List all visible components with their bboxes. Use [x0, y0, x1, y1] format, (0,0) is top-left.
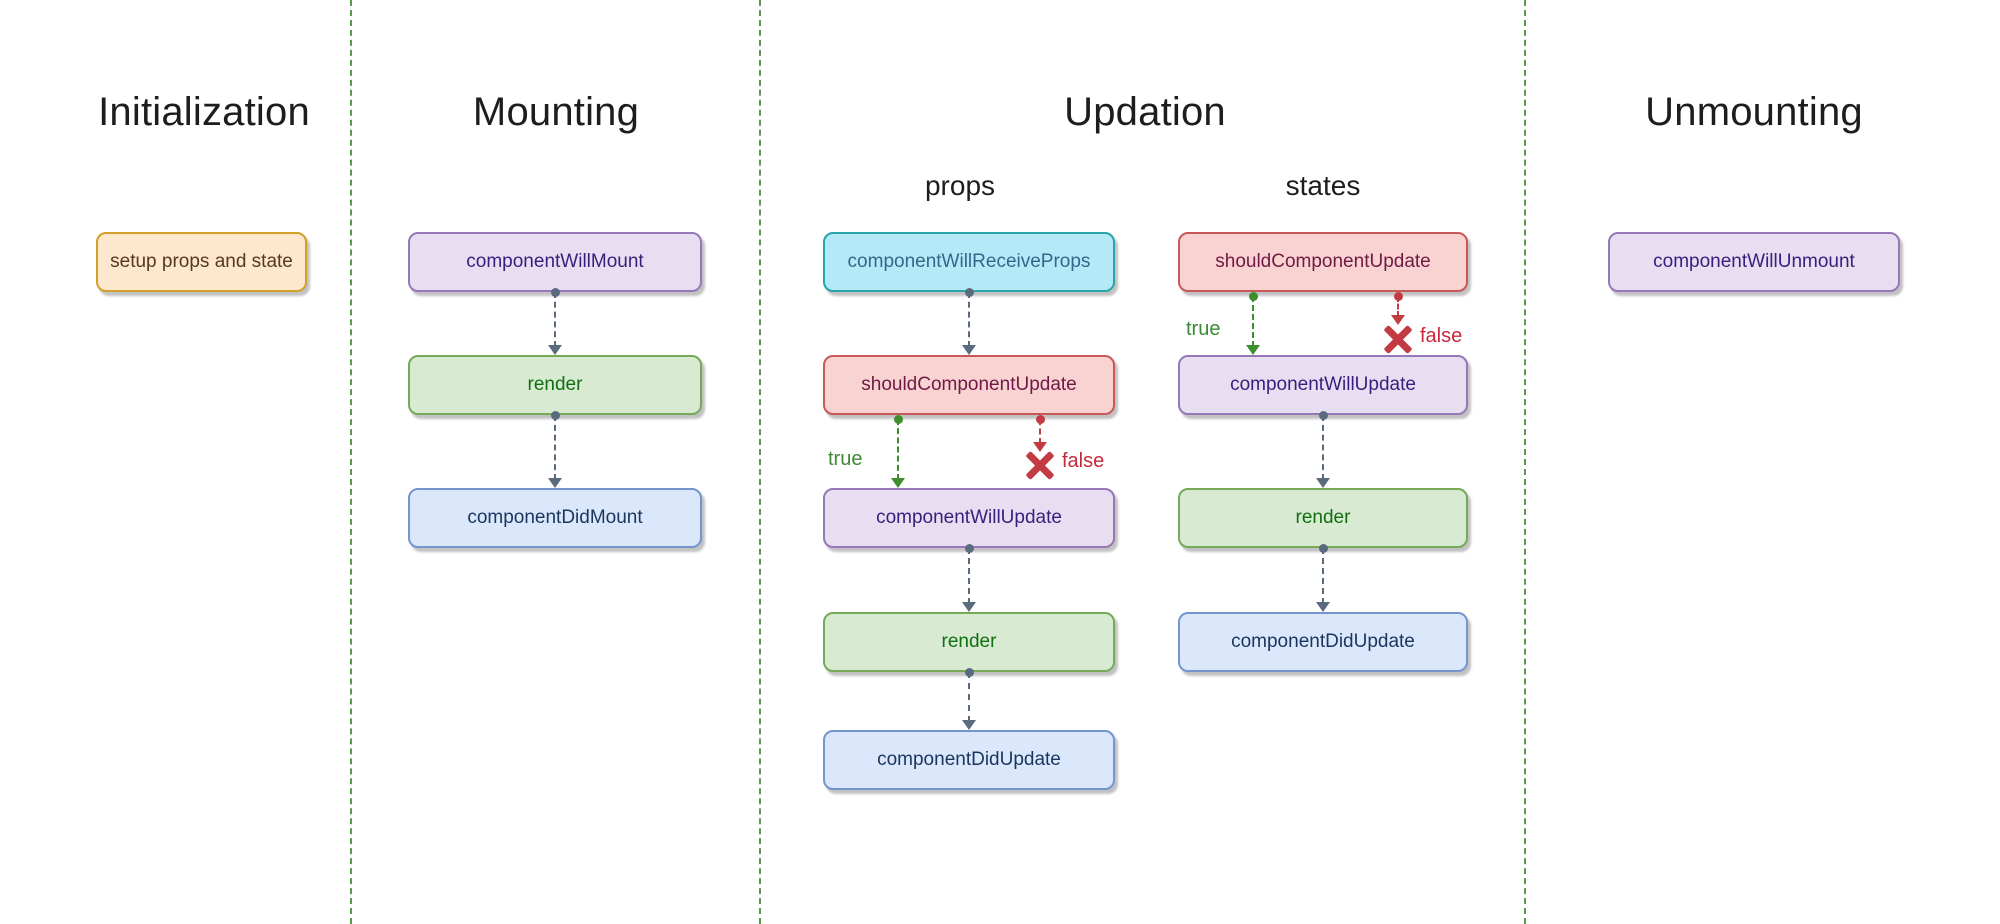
node-shouldcomponentupdate-states: shouldComponentUpdate: [1178, 232, 1468, 292]
node-componentwillreceiveprops: componentWillReceiveProps: [823, 232, 1115, 292]
node-componentdidupdate-props: componentDidUpdate: [823, 730, 1115, 790]
node-componentdidmount: componentDidMount: [408, 488, 702, 548]
edge-willmount-to-render: [548, 287, 562, 355]
arrowhead-down-icon: [1316, 478, 1330, 488]
edge-dashed-line: [968, 292, 970, 347]
edge-willupdate-to-render-states: [1316, 410, 1330, 488]
arrowhead-down-icon: [548, 478, 562, 488]
node-shouldcomponentupdate-props: shouldComponentUpdate: [823, 355, 1115, 415]
edge-dashed-line: [897, 419, 899, 480]
edge-true-branch-props: [891, 414, 905, 488]
node-componentwillupdate-props: componentWillUpdate: [823, 488, 1115, 548]
edge-dashed-line: [554, 415, 556, 480]
arrowhead-down-icon: [962, 602, 976, 612]
arrowhead-down-icon: [1316, 602, 1330, 612]
section-divider-1: [350, 0, 352, 924]
branch-label-false-props: false: [1062, 450, 1105, 472]
edge-willreceiveprops-to-shouldupdate: [962, 287, 976, 355]
section-title-initialization: Initialization: [98, 90, 310, 134]
arrowhead-down-icon: [962, 345, 976, 355]
reject-x-icon: [1025, 450, 1055, 480]
arrowhead-down-icon: [891, 478, 905, 488]
edge-dashed-line: [1252, 296, 1254, 347]
edge-dashed-line: [968, 672, 970, 722]
edge-dashed-line: [1322, 415, 1324, 480]
section-title-unmounting: Unmounting: [1645, 90, 1863, 134]
edge-true-branch-states: [1246, 291, 1260, 355]
section-title-mounting: Mounting: [472, 90, 640, 134]
column-label-states: states: [1285, 170, 1361, 201]
edge-false-branch-states: [1391, 291, 1405, 325]
node-setup-props-and-state: setup props and state: [96, 232, 307, 292]
edge-dashed-line: [554, 292, 556, 347]
section-divider-3: [1524, 0, 1526, 924]
node-render-states: render: [1178, 488, 1468, 548]
node-componentwillmount: componentWillMount: [408, 232, 702, 292]
node-render-props: render: [823, 612, 1115, 672]
branch-label-true-props: true: [828, 448, 863, 470]
branch-label-false-states: false: [1420, 325, 1463, 347]
edge-willupdate-to-render-props: [962, 543, 976, 612]
edge-false-branch-props: [1033, 414, 1047, 452]
edge-dashed-line: [1397, 296, 1399, 317]
arrowhead-down-icon: [1033, 442, 1047, 452]
node-componentwillupdate-states: componentWillUpdate: [1178, 355, 1468, 415]
arrowhead-down-icon: [1391, 315, 1405, 325]
edge-render-to-didmount: [548, 410, 562, 488]
node-componentdidupdate-states: componentDidUpdate: [1178, 612, 1468, 672]
edge-render-to-didupdate-states: [1316, 543, 1330, 612]
edge-render-to-didupdate-props: [962, 667, 976, 730]
reject-x-icon: [1383, 324, 1413, 354]
arrowhead-down-icon: [548, 345, 562, 355]
edge-dashed-line: [1322, 548, 1324, 604]
branch-label-true-states: true: [1186, 318, 1221, 340]
edge-dashed-line: [968, 548, 970, 604]
arrowhead-down-icon: [962, 720, 976, 730]
section-divider-2: [759, 0, 761, 924]
node-componentwillunmount: componentWillUnmount: [1608, 232, 1900, 292]
column-label-props: props: [924, 170, 996, 201]
arrowhead-down-icon: [1246, 345, 1260, 355]
node-render-mounting: render: [408, 355, 702, 415]
section-title-updation: Updation: [1064, 90, 1226, 134]
edge-dashed-line: [1039, 419, 1041, 444]
